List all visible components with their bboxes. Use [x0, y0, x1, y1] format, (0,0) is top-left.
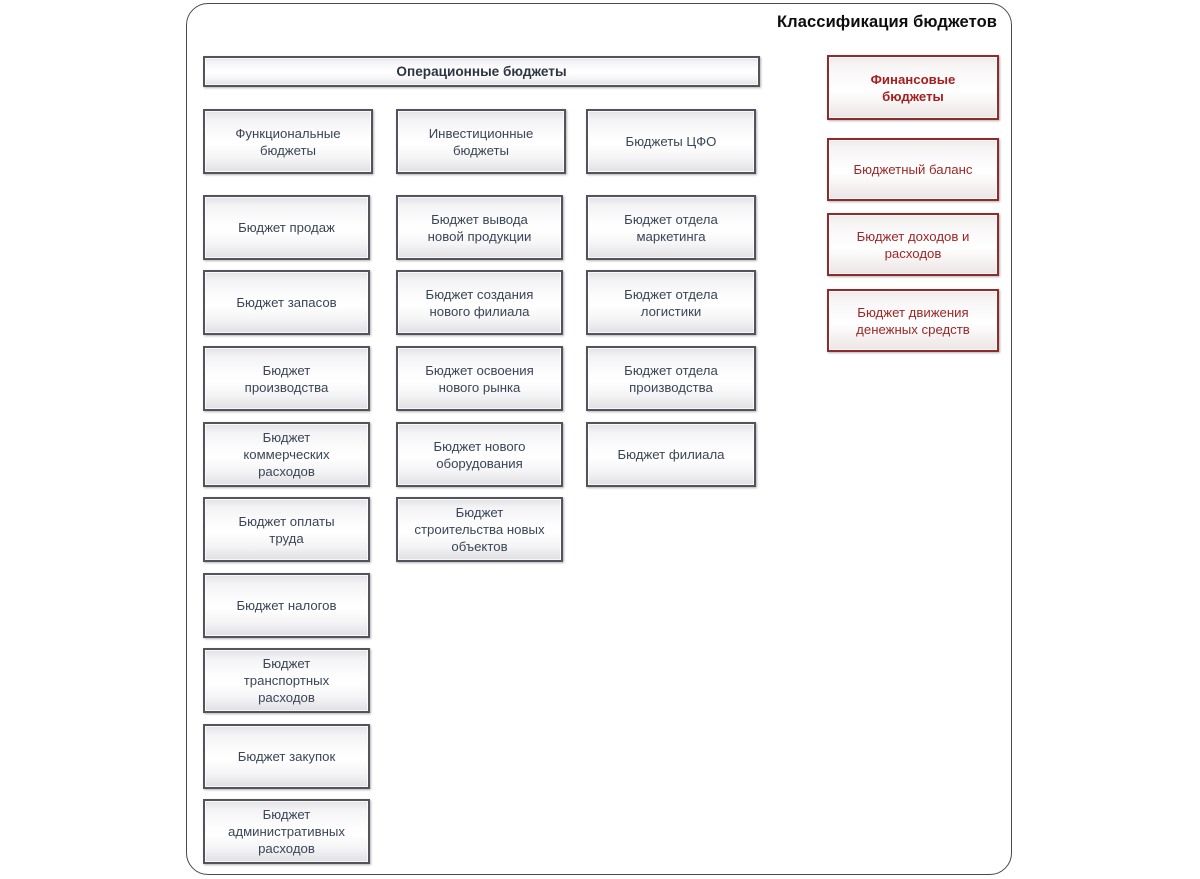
box-functional-2[interactable]: Бюджет производства [203, 346, 370, 411]
column-head-cfo[interactable]: Бюджеты ЦФО [586, 109, 756, 174]
operational-budgets-header[interactable]: Операционные бюджеты [203, 56, 760, 87]
box-cfo-0[interactable]: Бюджет отдела маркетинга [586, 195, 756, 260]
box-financial-2[interactable]: Бюджет движения денежных средств [827, 289, 999, 352]
box-functional-1[interactable]: Бюджет запасов [203, 270, 370, 335]
box-financial-0[interactable]: Бюджетный баланс [827, 138, 999, 201]
box-financial-1[interactable]: Бюджет доходов и расходов [827, 213, 999, 276]
box-investment-2[interactable]: Бюджет освоения нового рынка [396, 346, 563, 411]
box-functional-3[interactable]: Бюджет коммерческих расходов [203, 422, 370, 487]
box-cfo-1[interactable]: Бюджет отдела логистики [586, 270, 756, 335]
box-functional-6[interactable]: Бюджет транспортных расходов [203, 648, 370, 713]
box-investment-1[interactable]: Бюджет создания нового филиала [396, 270, 563, 335]
page-title: Классификация бюджетов [776, 13, 997, 31]
box-functional-0[interactable]: Бюджет продаж [203, 195, 370, 260]
box-investment-4[interactable]: Бюджет строительства новых объектов [396, 497, 563, 562]
box-investment-0[interactable]: Бюджет вывода новой продукции [396, 195, 563, 260]
column-head-investment[interactable]: Инвестиционные бюджеты [396, 109, 566, 174]
financial-budgets-header[interactable]: Финансовые бюджеты [827, 55, 999, 120]
box-investment-3[interactable]: Бюджет нового оборудования [396, 422, 563, 487]
box-functional-4[interactable]: Бюджет оплаты труда [203, 497, 370, 562]
column-head-functional[interactable]: Функциональные бюджеты [203, 109, 373, 174]
box-cfo-3[interactable]: Бюджет филиала [586, 422, 756, 487]
box-cfo-2[interactable]: Бюджет отдела производства [586, 346, 756, 411]
box-functional-7[interactable]: Бюджет закупок [203, 724, 370, 789]
box-functional-5[interactable]: Бюджет налогов [203, 573, 370, 638]
box-functional-8[interactable]: Бюджет административных расходов [203, 799, 370, 864]
